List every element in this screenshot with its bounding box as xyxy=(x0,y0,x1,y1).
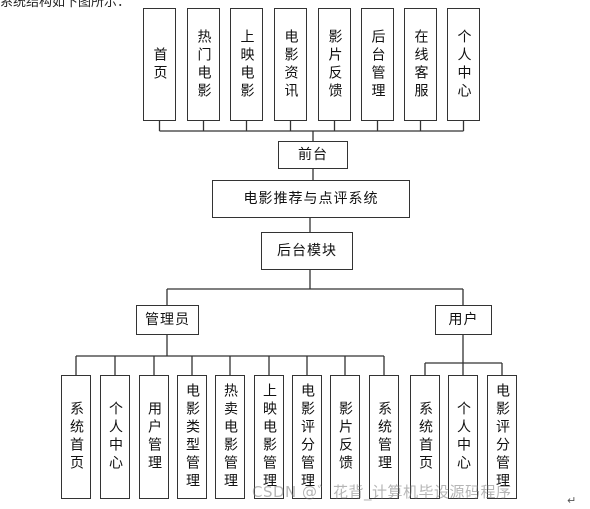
user-module-1: 系统首页 xyxy=(410,375,440,499)
user-node: 用户 xyxy=(435,305,492,335)
user-module-2: 个人中心 xyxy=(448,375,478,499)
admin-module-8: 影片反馈 xyxy=(330,375,360,499)
backend-node: 后台模块 xyxy=(261,232,353,270)
frontend-module-2: 热门电影 xyxy=(187,8,220,121)
admin-node: 管理员 xyxy=(136,305,199,335)
frontend-module-5: 影片反馈 xyxy=(318,8,351,121)
admin-module-9: 系统管理 xyxy=(369,375,399,499)
watermark-text: CSDN @゛花背_计算机毕设源码程序 xyxy=(252,483,512,501)
admin-module-6: 上映电影管理 xyxy=(254,375,284,499)
frontend-module-1: 首页 xyxy=(143,8,176,121)
admin-module-5: 热卖电影管理 xyxy=(215,375,245,499)
frontend-module-8: 个人中心 xyxy=(447,8,480,121)
root-node: 电影推荐与点评系统 xyxy=(212,180,410,218)
caption-text: 系统结构如下图所示： xyxy=(0,0,131,10)
admin-module-2: 个人中心 xyxy=(100,375,130,499)
frontend-module-6: 后台管理 xyxy=(361,8,394,121)
user-module-3: 电影评分管理 xyxy=(487,375,517,499)
frontend-node: 前台 xyxy=(278,141,348,169)
admin-module-1: 系统首页 xyxy=(61,375,91,499)
admin-module-7: 电影评分管理 xyxy=(292,375,322,499)
paragraph-mark: ↵ xyxy=(567,494,577,507)
frontend-module-7: 在线客服 xyxy=(404,8,437,121)
admin-module-4: 电影类型管理 xyxy=(177,375,207,499)
admin-module-3: 用户管理 xyxy=(139,375,169,499)
frontend-module-3: 上映电影 xyxy=(230,8,263,121)
frontend-module-4: 电影资讯 xyxy=(274,8,307,121)
